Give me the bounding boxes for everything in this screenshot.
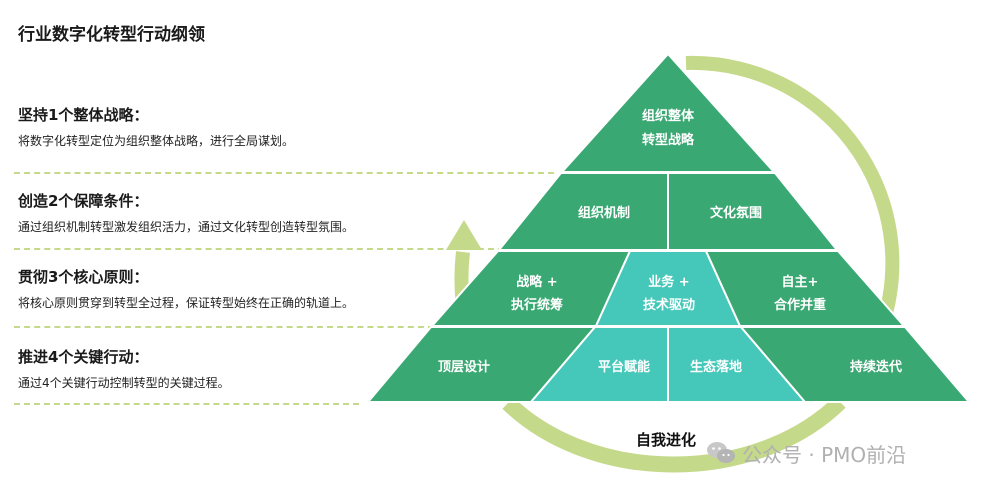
tier3-label-line1: 战略 + <box>516 274 557 290</box>
divider <box>14 326 434 328</box>
tier4-label: 持续迭代 <box>850 359 902 375</box>
section-description: 将核心原则贯穿到转型全过程，保证转型始终在正确的轨道上。 <box>18 296 355 310</box>
section-heading: 推进4个关键行动： <box>18 348 149 366</box>
tier3-label-line2: 合作并重 <box>774 297 826 313</box>
tier4-label: 顶层设计 <box>438 359 490 375</box>
page-title: 行业数字化转型行动纲领 <box>18 25 205 45</box>
wechat-icon <box>707 442 735 463</box>
section-conditions: 创造2个保障条件： 通过组织机制转型激发组织活力，通过文化转型创造转型氛围。 <box>18 190 438 235</box>
divider <box>14 248 504 250</box>
section-heading: 贯彻3个核心原则： <box>18 268 149 286</box>
tier3-label-line2: 技术驱动 <box>643 297 695 313</box>
pyramid-block-iteration <box>738 326 972 403</box>
section-principles: 贯彻3个核心原则： 将核心原则贯穿到转型全过程，保证转型始终在正确的轨道上。 <box>18 266 438 311</box>
watermark: 公众号 · PMO前沿 <box>742 443 907 467</box>
section-heading: 坚持1个整体战略： <box>18 106 149 124</box>
tier3-label-line1: 自主+ <box>782 274 819 290</box>
tier4-label: 平台赋能 <box>598 359 650 375</box>
divider <box>14 403 359 405</box>
divider <box>14 172 554 174</box>
tier1-label-line1: 组织整体 <box>642 108 695 124</box>
section-strategy: 坚持1个整体战略： 将数字化转型定位为组织整体战略，进行全局谋划。 <box>18 104 438 149</box>
tier3-label-line1: 业务 + <box>648 274 689 290</box>
cycle-ring-arc <box>502 396 846 473</box>
tier3-label-line2: 执行统筹 <box>511 297 563 313</box>
section-description: 将数字化转型定位为组织整体战略，进行全局谋划。 <box>18 134 295 148</box>
section-description: 通过4个关键行动控制转型的关键过程。 <box>18 376 230 390</box>
section-actions: 推进4个关键行动： 通过4个关键行动控制转型的关键过程。 <box>18 346 438 391</box>
tier1-label-line2: 转型战略 <box>642 132 695 148</box>
section-description: 通过组织机制转型激发组织活力，通过文化转型创造转型氛围。 <box>18 220 355 234</box>
cycle-arrow-icon <box>446 220 482 250</box>
section-heading: 创造2个保障条件： <box>18 192 149 210</box>
tier4-label: 生态落地 <box>690 359 742 375</box>
tier2-label: 文化氛围 <box>710 205 762 221</box>
tier2-label: 组织机制 <box>578 205 630 221</box>
cycle-label: 自我进化 <box>636 431 696 449</box>
